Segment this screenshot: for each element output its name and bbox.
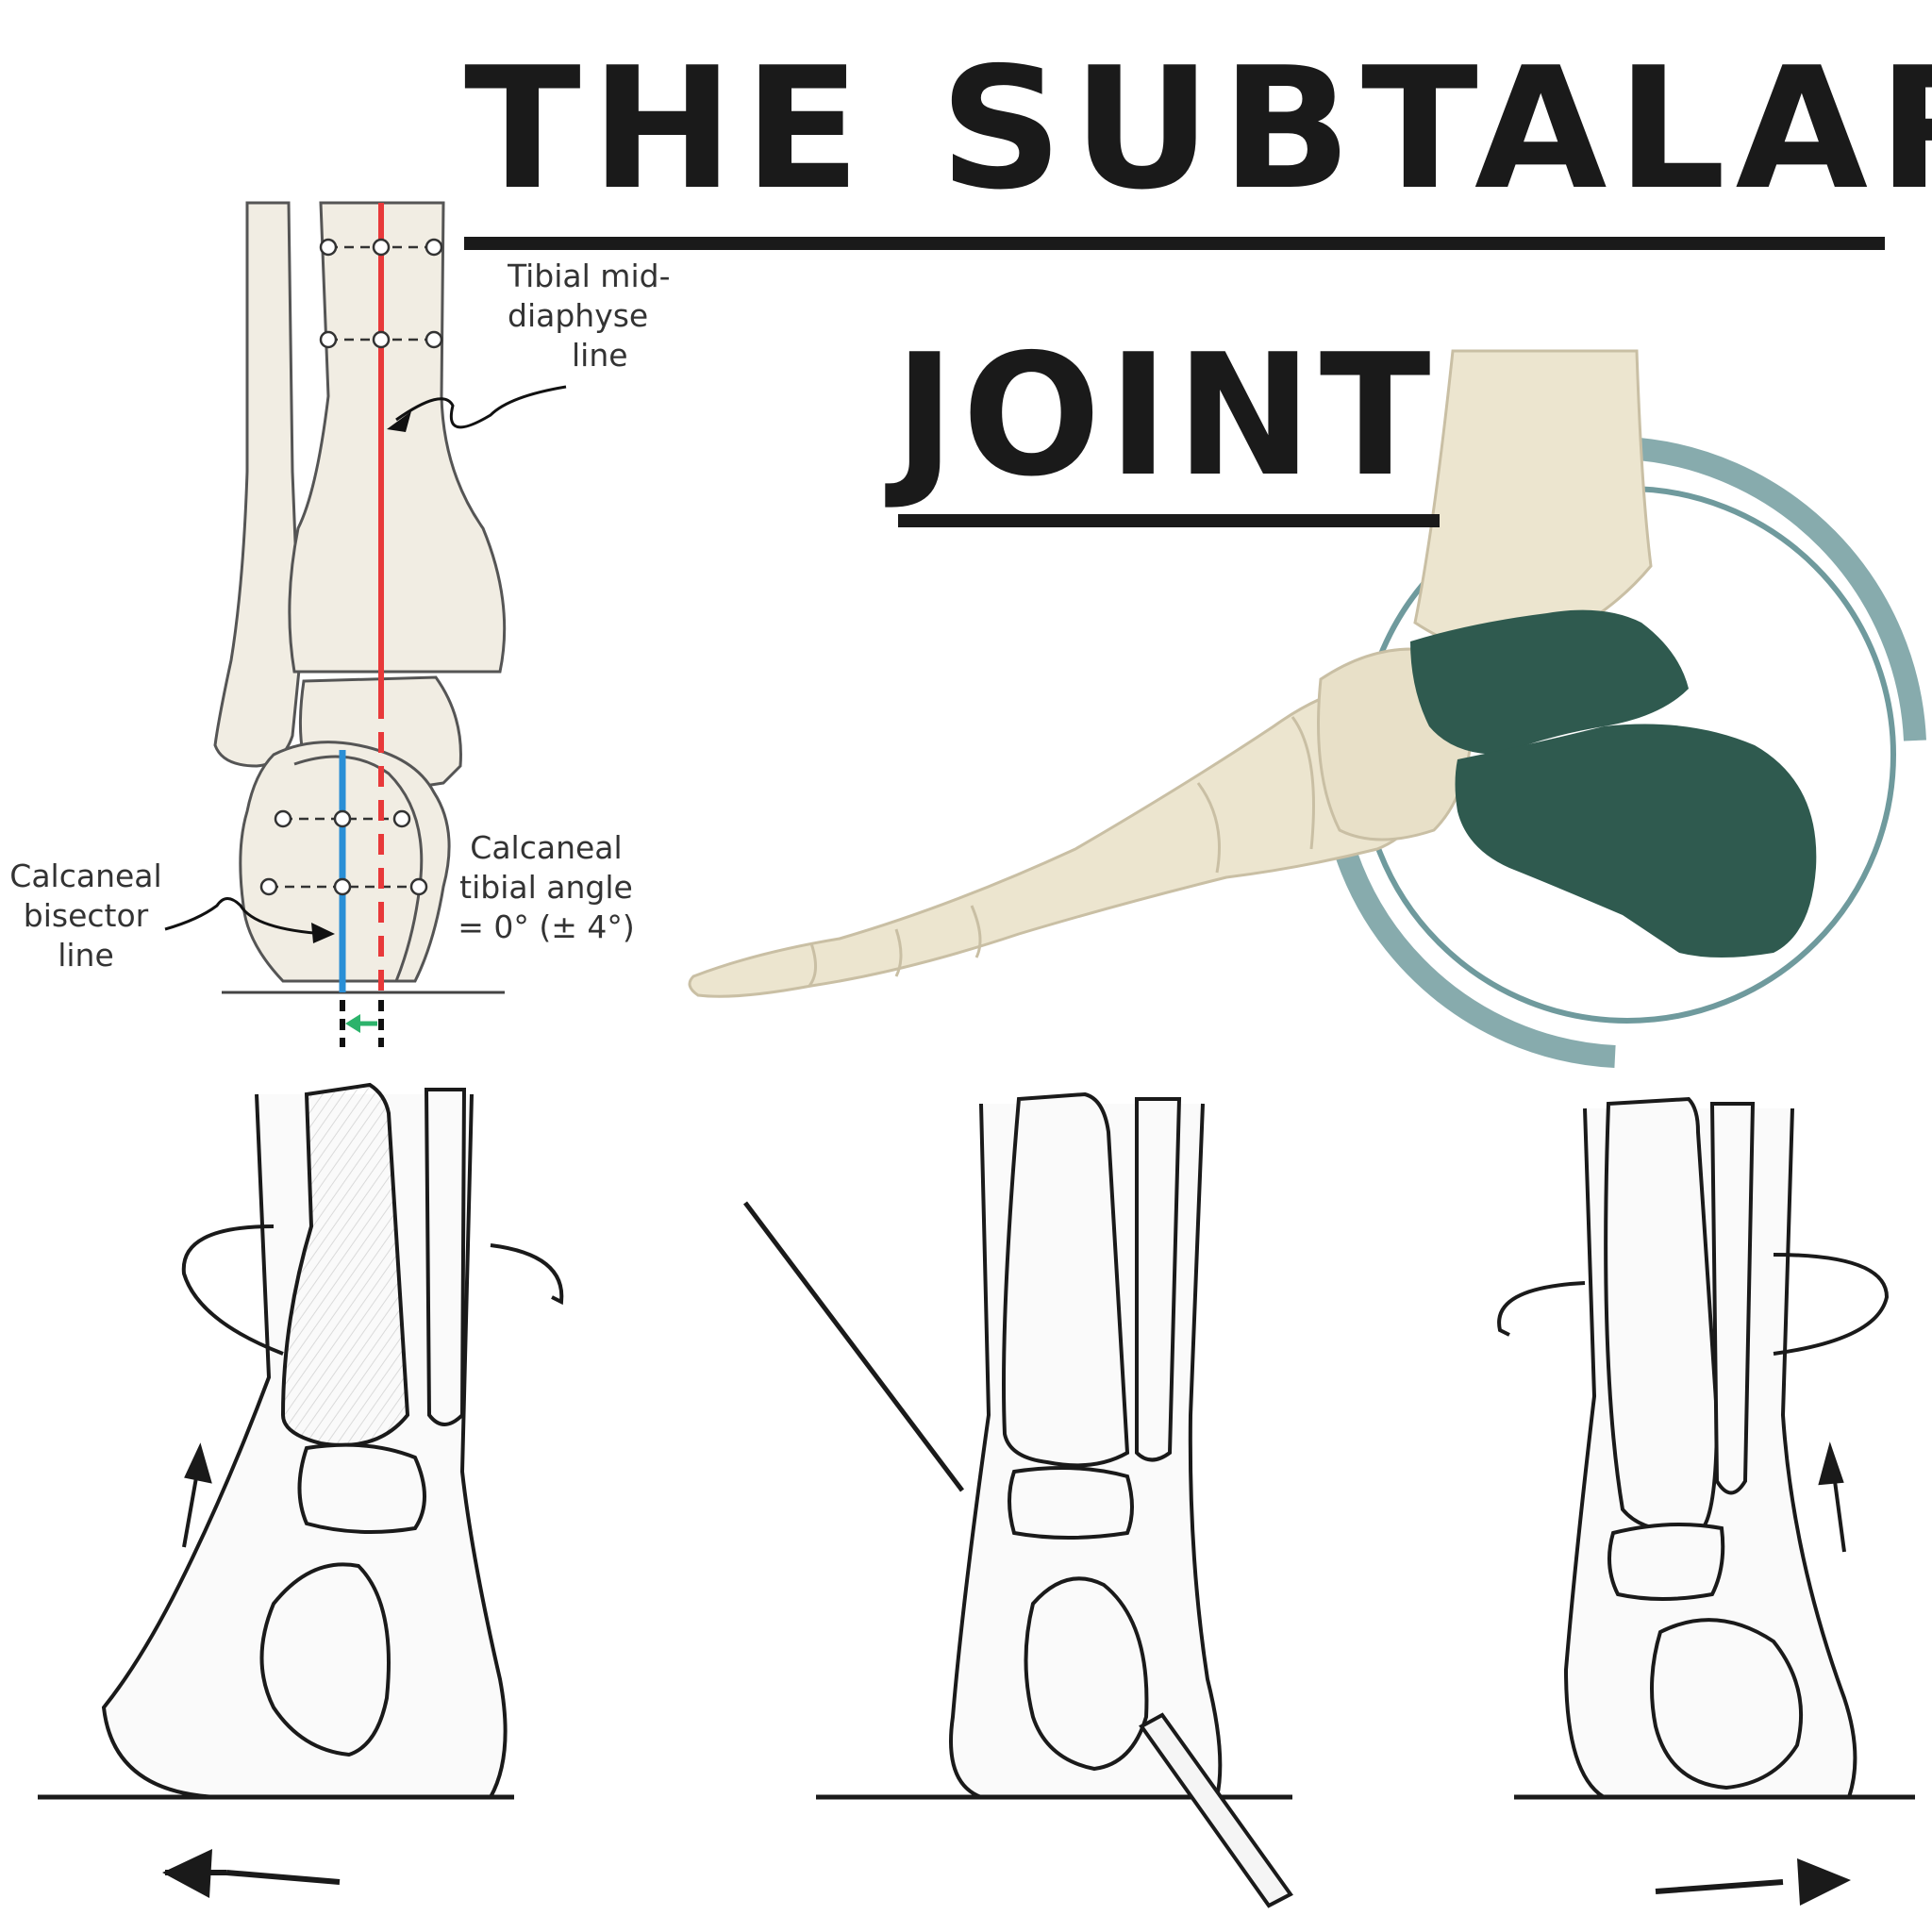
sketch-middle-talus xyxy=(1008,1466,1134,1540)
arrow-right xyxy=(1655,1879,1784,1894)
angle-label-line-1: Calcaneal xyxy=(470,829,623,866)
title-line-1: THE SUBTALAR xyxy=(464,31,1932,226)
sketch-left-rotation xyxy=(181,1224,284,1356)
calcaneal-bisector-label: Calcaneal bisector line xyxy=(6,857,166,976)
sketch-left-up-arrowhead xyxy=(184,1442,212,1484)
tibial-arrowhead xyxy=(387,411,411,432)
tibia-bone xyxy=(288,201,507,674)
arrow-left-head xyxy=(162,1849,212,1898)
foot-tibia xyxy=(1413,349,1653,655)
title-underline-1 xyxy=(464,237,1885,250)
tibial-label-line-3: line xyxy=(572,337,628,375)
sketch-inversion xyxy=(101,1082,564,1799)
sketch-right-rotation xyxy=(1773,1253,1890,1356)
calcaneus-outline xyxy=(293,755,424,982)
ring-arc-outer xyxy=(1626,437,1926,741)
bisector-label-line-1: Calcaneal xyxy=(9,858,162,894)
sketch-left-fibula xyxy=(424,1088,467,1426)
sketch-left-rotation-2 xyxy=(490,1243,564,1306)
calcaneal-tibial-angle-label: Calcaneal tibial angle = 0° (± 4°) xyxy=(447,828,645,948)
sketch-left-leg xyxy=(101,1093,508,1799)
sketch-left-up-arrow xyxy=(182,1466,200,1548)
sketch-left-talus xyxy=(297,1442,426,1534)
sketch-right-calcaneus xyxy=(1650,1618,1804,1790)
angle-label-line-3: = 0° (± 4°) xyxy=(458,908,635,946)
sketch-left-tibia xyxy=(280,1082,410,1447)
offset-markers xyxy=(340,1000,384,1047)
highlighted-calcaneus xyxy=(1455,724,1817,958)
angle-label-line-2: tibial angle xyxy=(459,869,633,907)
tibial-label-line-1: Tibial mid- xyxy=(508,258,671,294)
leader-arrows xyxy=(164,385,567,936)
sketch-right-fibula xyxy=(1709,1102,1756,1495)
sketch-right-up-arrowhead xyxy=(1818,1441,1844,1486)
grid-nodes xyxy=(259,238,443,896)
bisector-arrowhead xyxy=(311,923,335,943)
sketch-right-talus xyxy=(1607,1523,1725,1601)
sketch-eversion xyxy=(1497,1096,1890,1799)
sketch-neutral xyxy=(949,1091,1223,1799)
arrow-right-head xyxy=(1797,1858,1851,1906)
bisector-label-line-3: line xyxy=(58,937,114,974)
reference-rod xyxy=(743,1201,964,1492)
sketch-middle-tibia xyxy=(1002,1091,1130,1468)
foot-skeleton xyxy=(688,349,1926,1068)
sketch-middle-fibula xyxy=(1135,1097,1182,1462)
reference-rod-lower xyxy=(1139,1712,1293,1908)
ankle-alignment-diagram xyxy=(213,201,507,983)
sketch-middle-calcaneus xyxy=(1024,1576,1149,1772)
tibial-label-line-2: diaphyse xyxy=(508,297,649,335)
sketch-left-calcaneus xyxy=(259,1562,391,1757)
highlighted-talus xyxy=(1410,609,1689,755)
title-line-2: JOINT xyxy=(894,318,1439,513)
fibula-bone xyxy=(213,201,302,768)
sketch-right-tibia xyxy=(1604,1096,1720,1533)
sketch-right-rotation-2 xyxy=(1497,1281,1586,1337)
title-underline-2 xyxy=(898,514,1440,527)
bisector-label-line-2: bisector xyxy=(23,897,149,935)
tibial-line-label: Tibial mid- diaphyse line xyxy=(508,257,687,376)
